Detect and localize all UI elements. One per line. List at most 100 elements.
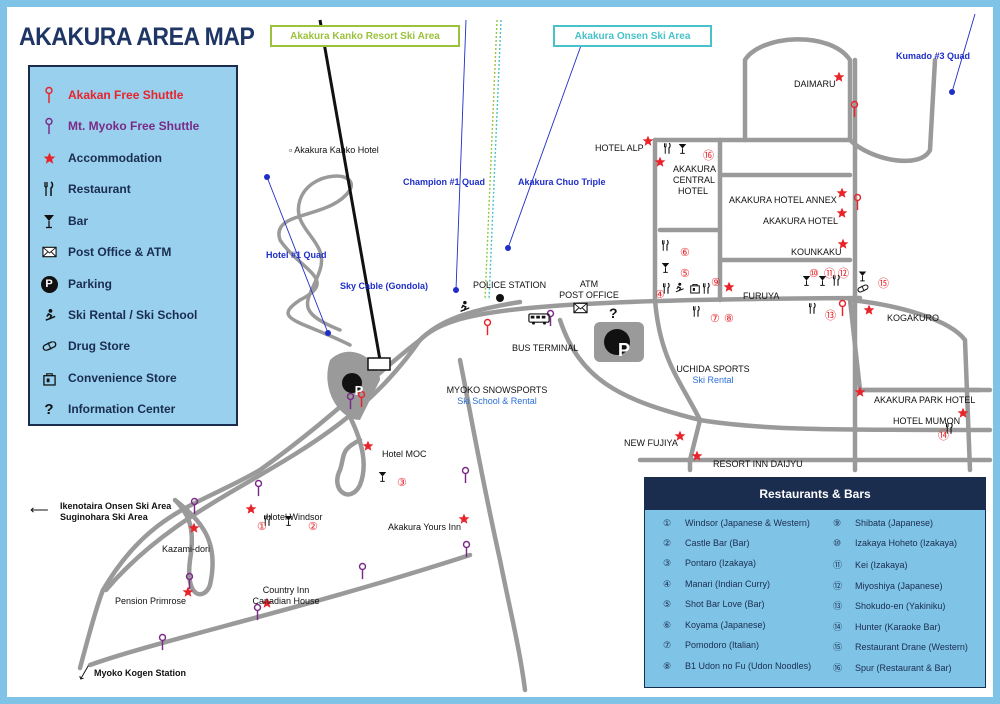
legend-label: Parking bbox=[68, 277, 113, 291]
label-furuya: FURUYA bbox=[743, 291, 780, 301]
num-2: ② bbox=[308, 521, 318, 533]
map-canvas bbox=[77, 13, 993, 693]
num-5: ⑤ bbox=[680, 268, 690, 280]
label-police: POLICE STATION bbox=[473, 280, 547, 290]
label-mumon: HOTEL MUMON bbox=[893, 416, 961, 426]
yours-road bbox=[457, 357, 528, 693]
legend-item-drug-store: Drug Store bbox=[38, 336, 130, 356]
legend-label: Mt. Myoko Free Shuttle bbox=[68, 119, 200, 133]
num-3: ③ bbox=[397, 477, 407, 489]
legend-label: Restaurant bbox=[68, 182, 131, 196]
purple-shuttle-pin-icon bbox=[38, 117, 60, 135]
central-street bbox=[652, 137, 703, 423]
num-7: ⑦ bbox=[710, 313, 720, 325]
fork-knife-icon bbox=[38, 180, 60, 198]
legend-item-restaurant: Restaurant bbox=[38, 179, 131, 199]
lift-label-chuo: Akakura Chuo Triple bbox=[518, 177, 606, 187]
legend-item-bar: Bar bbox=[38, 211, 88, 231]
label-akakura-hotel: AKAKURA HOTEL bbox=[763, 216, 839, 226]
legend-label: Ski Rental / Ski School bbox=[68, 308, 198, 322]
label-annex: AKAKURA HOTEL ANNEX bbox=[729, 195, 837, 205]
legend-item-information: ? Information Center bbox=[38, 399, 175, 419]
num-1: ① bbox=[257, 521, 267, 533]
lift-label-champion: Champion #1 Quad bbox=[403, 177, 486, 187]
num-12: ⑫ bbox=[838, 268, 849, 280]
legend-item-accommodation: Accommodation bbox=[38, 148, 162, 168]
restaurants-heading: Restaurants & Bars bbox=[645, 478, 985, 510]
arrow-west-icon: ⟵ bbox=[30, 502, 49, 517]
lift-label-skycable: Sky Cable (Gondola) bbox=[340, 281, 429, 291]
label-park-hotel: AKAKURA PARK HOTEL bbox=[874, 395, 976, 405]
legend-label: Akakan Free Shuttle bbox=[68, 88, 184, 102]
label-kounkaku: KOUNKAKU bbox=[791, 247, 842, 257]
label-bus-terminal: BUS TERMINAL bbox=[512, 343, 579, 353]
parking-icon-center bbox=[604, 329, 630, 355]
parking-center-letter: P bbox=[617, 340, 630, 360]
parking-icon: P bbox=[38, 275, 60, 293]
kanko-ski-area-banner: Akakura Kanko Resort Ski Area bbox=[270, 25, 460, 47]
pill-icon bbox=[38, 337, 60, 355]
label-yours-inn: Akakura Yours Inn bbox=[388, 522, 462, 532]
label-kogakuro: KOGAKURO bbox=[887, 313, 940, 323]
legend-label: Bar bbox=[68, 214, 89, 228]
num-13: ⑬ bbox=[825, 310, 836, 322]
south-road bbox=[87, 552, 473, 668]
label-daimaru: DAIMARU bbox=[794, 79, 836, 89]
legend-label: Post Office & ATM bbox=[68, 245, 172, 259]
legend-label: Drug Store bbox=[68, 339, 131, 353]
map-legend: Akakan Free Shuttle Mt. Myoko Free Shutt… bbox=[28, 65, 238, 426]
skier-icon bbox=[38, 306, 60, 324]
label-hotel-moc: Hotel MOC bbox=[382, 449, 427, 459]
num-6: ⑥ bbox=[680, 247, 690, 259]
label-primrose: Pension Primrose bbox=[115, 596, 187, 606]
num-4: ④ bbox=[655, 289, 665, 301]
envelope-icon bbox=[38, 243, 60, 261]
lift-label-hotel1: Hotel #1 Quad bbox=[266, 250, 327, 260]
num-15: ⑮ bbox=[878, 278, 889, 290]
map-title: AKAKURA AREA MAP bbox=[19, 23, 255, 51]
facility-icons bbox=[263, 142, 953, 527]
star-icon bbox=[38, 149, 60, 167]
legend-label: Convenience Store bbox=[68, 371, 177, 385]
legend-item-ski-rental: Ski Rental / Ski School bbox=[38, 305, 197, 325]
legend-item-post-office: Post Office & ATM bbox=[38, 242, 171, 262]
label-windsor: Hotel Windsor bbox=[266, 512, 323, 522]
info-center-mark: ? bbox=[609, 305, 618, 321]
legend-item-parking: P Parking bbox=[38, 274, 112, 294]
onsen-ski-area-banner: Akakura Onsen Ski Area bbox=[553, 25, 712, 47]
legend-label: Accommodation bbox=[68, 151, 163, 165]
parking-kanko-letter: P bbox=[354, 383, 364, 398]
label-kogen-station: Myoko Kogen Station bbox=[94, 668, 186, 678]
question-mark-icon: ? bbox=[44, 400, 54, 418]
label-daijyu: RESORT INN DAIJYU bbox=[713, 459, 803, 469]
num-10: ⑩ bbox=[809, 268, 819, 280]
parking-icon-kanko bbox=[342, 373, 362, 393]
cocktail-glass-icon bbox=[38, 212, 60, 230]
legend-label: Information Center bbox=[68, 402, 176, 416]
label-new-fujiya: NEW FUJIYA bbox=[624, 438, 678, 448]
legend-item-akakan-shuttle: Akakan Free Shuttle bbox=[38, 85, 183, 105]
lift-lines bbox=[264, 13, 976, 371]
label-kazami: Kazami-dori bbox=[162, 544, 211, 554]
num-11: ⑪ bbox=[824, 268, 835, 280]
num-16: ⑯ bbox=[703, 150, 714, 162]
road-network bbox=[77, 37, 993, 693]
